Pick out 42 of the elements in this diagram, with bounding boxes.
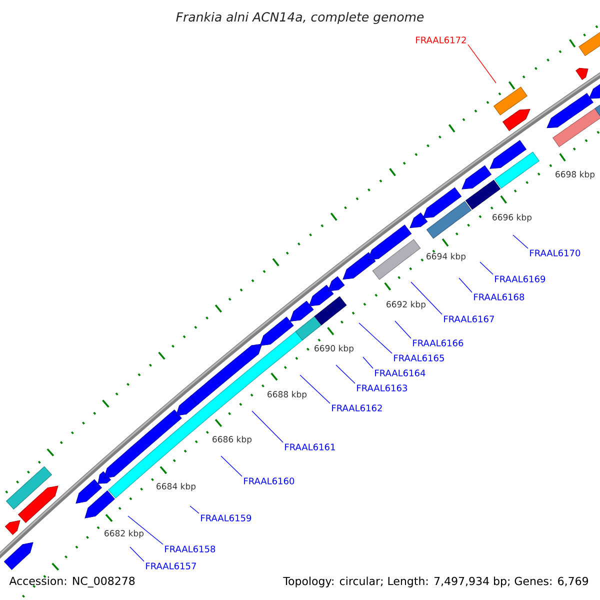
gene-label: FRAAL6161: [285, 444, 335, 450]
gene-label: FRAAL6167: [444, 316, 494, 322]
leader-line: [336, 364, 356, 384]
gene-label: FRAAL6157: [146, 562, 196, 570]
leader-line: [358, 322, 392, 354]
title: Frankia alni ACN14a, complete genome: [176, 12, 424, 24]
tick-label: 6694 kbp: [426, 252, 466, 262]
gene-label: FRAAL6169: [495, 276, 546, 282]
leader-line: [128, 516, 164, 545]
leader-line: [480, 262, 494, 275]
leader-line: [130, 546, 144, 562]
leader-line: [394, 320, 412, 339]
gene-label: FRAAL6164: [375, 370, 426, 376]
gene-label: FRAAL6168: [474, 294, 524, 300]
tick-label: 6686 kbp: [212, 436, 252, 444]
tick-label: 6690 kbp: [314, 344, 354, 354]
accession-text: Accession: NC_008278: [9, 576, 135, 588]
tick-label: 6688 kbp: [268, 390, 307, 400]
gene-label: FRAAL6162: [332, 404, 382, 412]
leader-line: [190, 506, 200, 514]
gene-label: FRAAL6166: [413, 340, 464, 346]
gene-label: FRAAL6170: [530, 250, 580, 256]
leader-line: [252, 410, 284, 443]
gene-label: FRAAL6158: [165, 546, 216, 552]
genome-info-text: Topology: circular; Length: 7,497,934 bp; Genes: 6,769: [283, 576, 588, 588]
tick-label: 6696 kbp: [492, 214, 532, 222]
tick-label: 6698 kbp: [556, 170, 595, 180]
gene-label: FRAAL6159: [201, 514, 252, 522]
leader-line: [458, 278, 472, 293]
leader-line: [220, 456, 242, 477]
leader-line: [410, 282, 442, 315]
gene-label: FRAAL6160: [244, 478, 294, 484]
leader-line: [468, 44, 496, 84]
gene-label: FRAAL6163: [357, 384, 408, 392]
leader-line: [512, 234, 528, 249]
tick-label: 6692 kbp: [386, 300, 426, 310]
leader-line: [300, 374, 330, 404]
leader-line: [362, 356, 374, 369]
tick-label: 6682 kbp: [104, 530, 144, 538]
gene-label: FRAAL6172: [416, 36, 466, 44]
gene-label: FRAAL6165: [394, 354, 444, 362]
tick-label: 6684 kbp: [156, 482, 196, 492]
